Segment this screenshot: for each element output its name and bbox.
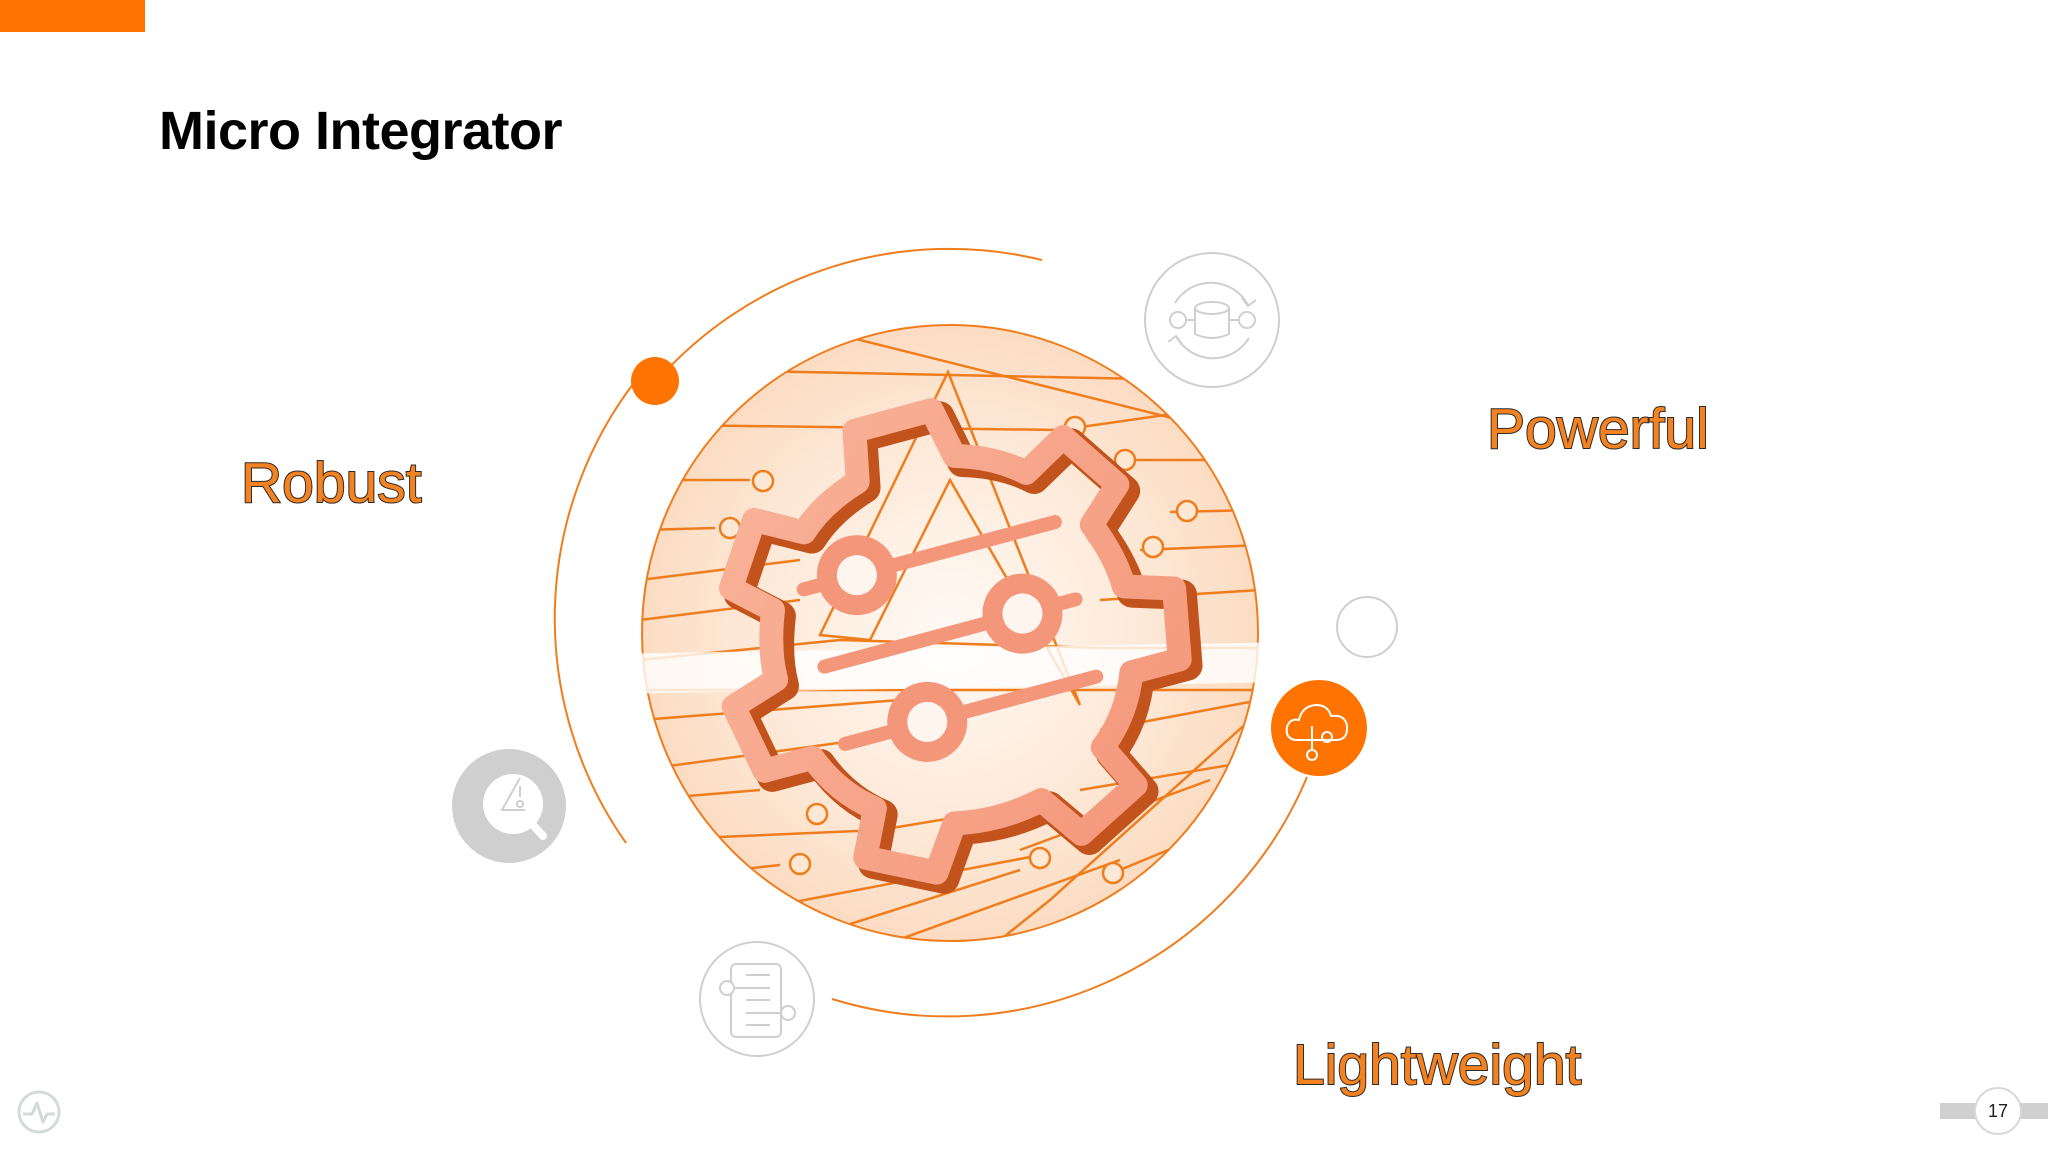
accent-bar <box>0 0 145 32</box>
page-number-indicator: 17 <box>1940 1087 2048 1135</box>
orbit-arcs <box>553 247 1308 1018</box>
orbit-dot <box>631 357 679 405</box>
label-lightweight: Lightweight <box>1292 1032 1582 1098</box>
label-powerful: Powerful <box>1486 396 1710 462</box>
alert-search-icon <box>452 749 566 863</box>
database-sync-icon <box>1144 252 1280 388</box>
document-connector-icon <box>699 941 815 1057</box>
page-number: 17 <box>1974 1087 2022 1135</box>
gear-icon <box>718 398 1203 894</box>
pulse-logo-icon <box>17 1090 61 1134</box>
cloud-connection-icon <box>1271 680 1367 776</box>
slide-title: Micro Integrator <box>159 101 563 161</box>
label-robust: Robust <box>240 450 423 516</box>
empty-circle-icon <box>1336 596 1398 658</box>
